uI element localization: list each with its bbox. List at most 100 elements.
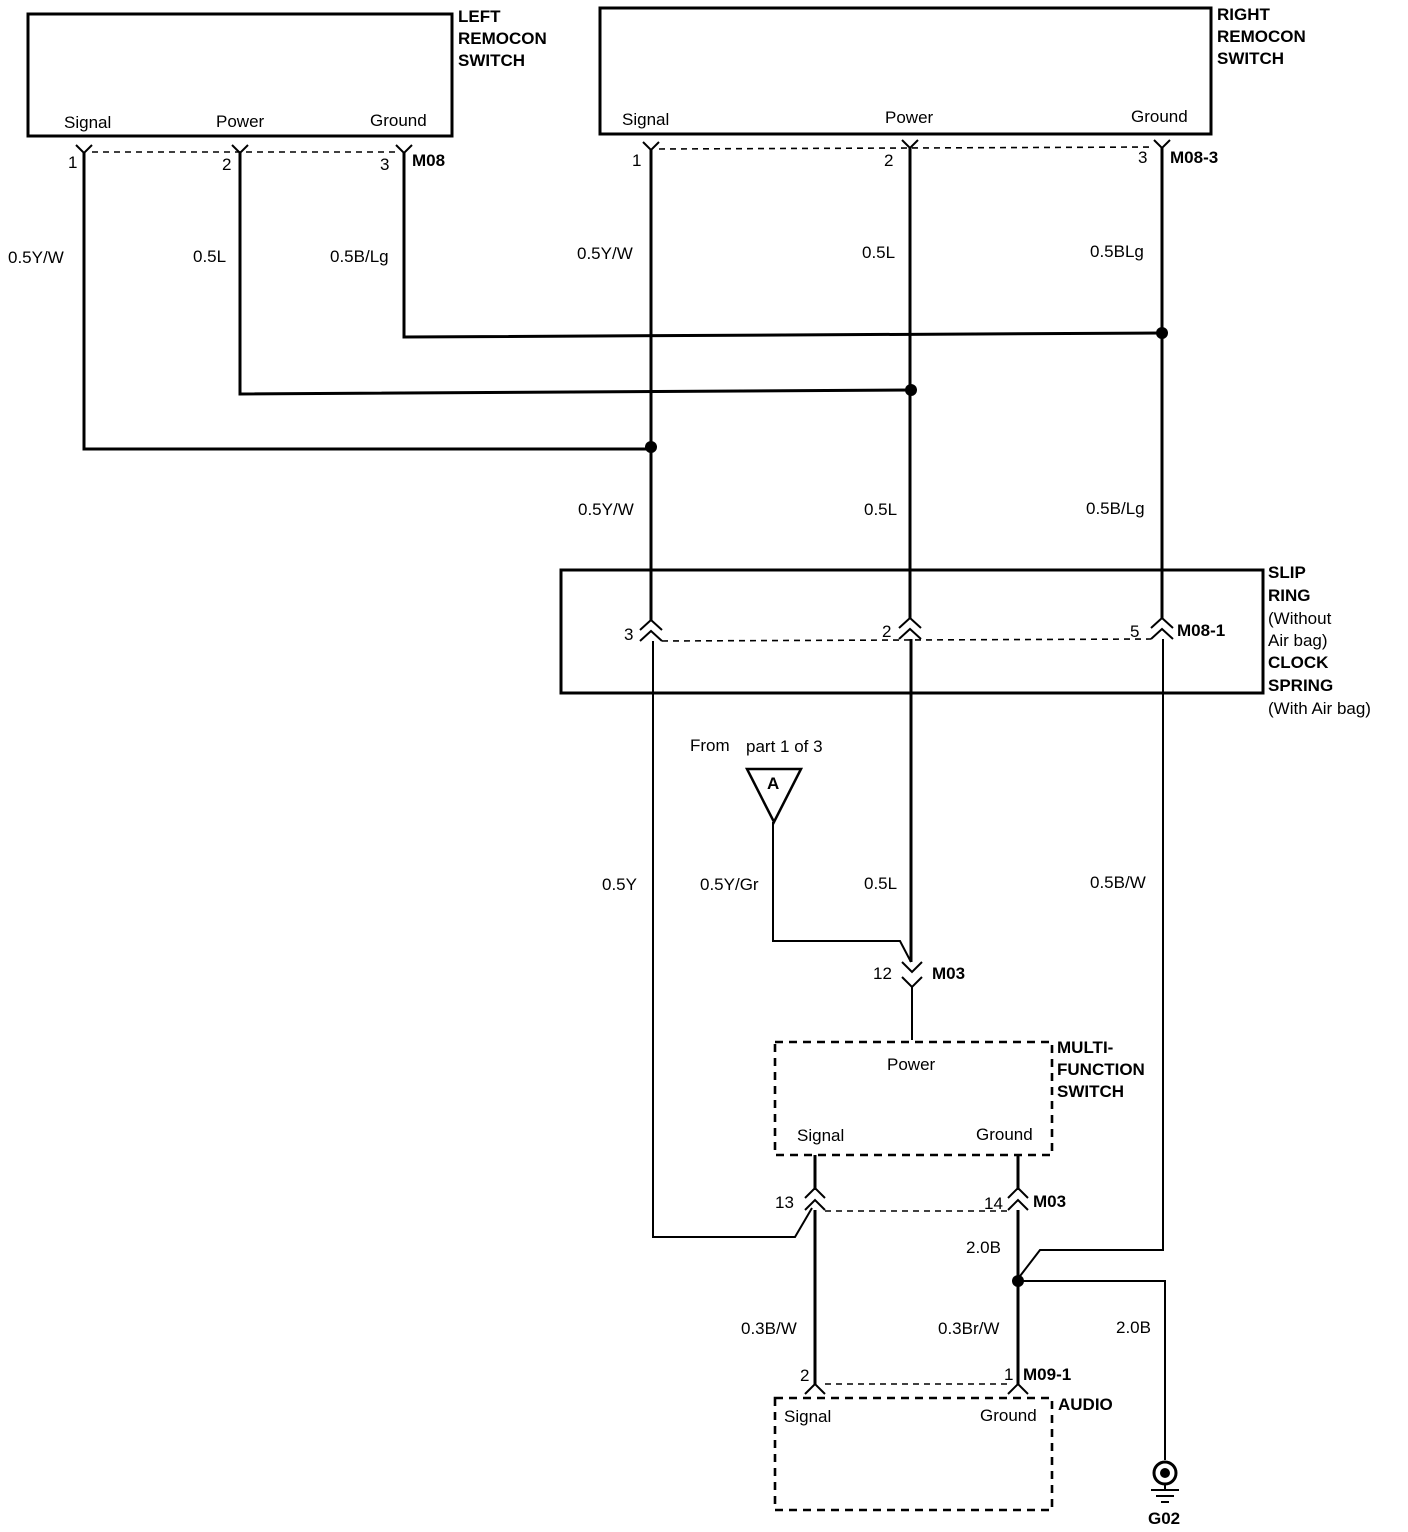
left-switch-box bbox=[26, 12, 454, 138]
slip-pin-5-number: 5 bbox=[1130, 622, 1139, 641]
offpage-part: part 1 of 3 bbox=[746, 737, 823, 756]
feed-a-wire bbox=[772, 822, 912, 963]
slip-ring-clock-spring: 3 2 5 M08-1 SLIP RING (Without Air bag) … bbox=[559, 563, 1371, 718]
slip-pin-3-number: 3 bbox=[624, 625, 633, 644]
audio-box bbox=[773, 1396, 1054, 1512]
right-pin-3-terminal bbox=[1153, 139, 1171, 150]
mfs-power-label: Power bbox=[887, 1055, 936, 1074]
wire-label-audio-signal: 0.3B/W bbox=[741, 1319, 797, 1338]
left-pin-3-number: 3 bbox=[380, 155, 389, 174]
offpage-connector-a bbox=[744, 767, 804, 825]
offpage-from: From bbox=[690, 736, 730, 755]
left-remocon-switch: LEFT REMOCON SWITCH Signal Power Ground … bbox=[26, 7, 547, 174]
right-switch-name-3: SWITCH bbox=[1217, 49, 1284, 68]
offpage-letter: A bbox=[767, 774, 779, 793]
clock-spring-name-1: CLOCK bbox=[1268, 653, 1329, 672]
audio-signal-label: Signal bbox=[784, 1407, 831, 1426]
wire-label-right-signal: 0.5Y/W bbox=[577, 244, 633, 263]
left-switch-name-3: SWITCH bbox=[458, 51, 525, 70]
right-switch-ground-label: Ground bbox=[1131, 107, 1188, 126]
clock-spring-note: (With Air bag) bbox=[1268, 699, 1371, 718]
slip-pin-2-number: 2 bbox=[882, 622, 891, 641]
wire-label-mid-ground: 0.5B/Lg bbox=[1086, 499, 1145, 518]
left-pin-1-number: 1 bbox=[68, 153, 77, 172]
left-power-wire bbox=[238, 153, 912, 396]
wire-label-right-ground: 0.5BLg bbox=[1090, 242, 1144, 261]
audio-pin-1-terminal bbox=[1007, 1382, 1029, 1395]
m03-pin-12-lower bbox=[901, 976, 923, 989]
right-pin-1-terminal bbox=[642, 141, 660, 152]
right-connector-id: M08-3 bbox=[1170, 148, 1218, 167]
mfs-name-3: SWITCH bbox=[1057, 1082, 1124, 1101]
left-switch-name-2: REMOCON bbox=[458, 29, 547, 48]
right-switch-power-label: Power bbox=[885, 108, 934, 127]
audio-pin-2-number: 2 bbox=[800, 1366, 809, 1385]
right-switch-name-2: REMOCON bbox=[1217, 27, 1306, 46]
wire-label-low-power: 0.5L bbox=[864, 874, 897, 893]
slip-ring-note-1: (Without bbox=[1268, 609, 1332, 628]
multifunction-switch: Power Signal Ground MULTI- FUNCTION SWIT… bbox=[773, 1038, 1145, 1213]
right-switch-box bbox=[598, 6, 1213, 136]
right-connector-dash bbox=[658, 146, 1155, 150]
power-splice bbox=[905, 384, 917, 396]
wire-label-g02: 2.0B bbox=[1116, 1318, 1151, 1337]
audio-pin-2-terminal bbox=[804, 1382, 826, 1395]
ground-splice bbox=[1156, 327, 1168, 339]
left-switch-ground-label: Ground bbox=[370, 111, 427, 130]
ground-ring-center bbox=[1160, 1468, 1170, 1478]
ground-g02: G02 bbox=[1148, 1460, 1180, 1528]
mfs-bottom-connector-id: M03 bbox=[1033, 1192, 1066, 1211]
slip-ring-name-1: SLIP bbox=[1268, 563, 1306, 582]
wire-label-feed-a: 0.5Y/Gr bbox=[700, 875, 759, 894]
slip-pin-5-upper bbox=[1150, 616, 1174, 629]
wire-label-mid-signal: 0.5Y/W bbox=[578, 500, 634, 519]
wire-label-audio-ground: 0.3Br/W bbox=[938, 1319, 999, 1338]
wire-label-right-power: 0.5L bbox=[862, 243, 895, 262]
audio-connector-id: M09-1 bbox=[1023, 1365, 1071, 1384]
m03-top-connector-id: M03 bbox=[932, 964, 965, 983]
left-pin-1-terminal bbox=[75, 144, 93, 155]
audio-pin-1-number: 1 bbox=[1004, 1365, 1013, 1384]
signal-splice bbox=[645, 441, 657, 453]
right-remocon-switch: RIGHT REMOCON SWITCH Signal Power Ground… bbox=[598, 5, 1306, 170]
slip-pin-2-lower bbox=[898, 627, 922, 640]
clock-spring-name-2: SPRING bbox=[1268, 676, 1333, 695]
right-switch-name-1: RIGHT bbox=[1217, 5, 1271, 24]
mfs-ground-label: Ground bbox=[976, 1125, 1033, 1144]
mfs-pin-14-lower bbox=[1007, 1198, 1029, 1211]
slip-ring-note-2: Air bag) bbox=[1268, 631, 1328, 650]
wire-label-left-ground: 0.5B/Lg bbox=[330, 247, 389, 266]
right-pin-2-number: 2 bbox=[884, 151, 893, 170]
mfs-signal-label: Signal bbox=[797, 1126, 844, 1145]
right-pin-3-number: 3 bbox=[1138, 148, 1147, 167]
m03-pin-12-upper bbox=[901, 961, 923, 974]
right-switch-signal-label: Signal bbox=[622, 110, 669, 129]
left-switch-signal-label: Signal bbox=[64, 113, 111, 132]
ground-name: G02 bbox=[1148, 1509, 1180, 1528]
slip-connector-dash bbox=[661, 638, 1152, 642]
right-pin-2-terminal bbox=[901, 139, 919, 150]
low-signal-wire bbox=[652, 641, 813, 1238]
slip-connector-id: M08-1 bbox=[1177, 621, 1225, 640]
slip-pin-5-lower bbox=[1150, 627, 1174, 640]
slip-pin-2-upper bbox=[898, 616, 922, 629]
right-pin-1-number: 1 bbox=[632, 151, 641, 170]
low-ground-wire bbox=[1016, 639, 1164, 1281]
left-ground-wire bbox=[402, 153, 1163, 339]
mfs-pin-13-lower bbox=[804, 1198, 826, 1211]
mfs-name-1: MULTI- bbox=[1057, 1038, 1113, 1057]
left-pin-2-number: 2 bbox=[222, 155, 231, 174]
mfs-pin-14-upper bbox=[1007, 1186, 1029, 1199]
g02-wire bbox=[1018, 1280, 1166, 1460]
audio-name: AUDIO bbox=[1058, 1395, 1113, 1414]
wire-label-left-power: 0.5L bbox=[193, 247, 226, 266]
slip-ring-name-2: RING bbox=[1268, 586, 1311, 605]
left-signal-wire bbox=[82, 153, 651, 451]
slip-pin-3-lower bbox=[639, 629, 663, 642]
wire-label-low-ground: 0.5B/W bbox=[1090, 873, 1146, 892]
mfs-pin-14-number: 14 bbox=[984, 1194, 1003, 1213]
mfs-name-2: FUNCTION bbox=[1057, 1060, 1145, 1079]
wire-label-left-signal: 0.5Y/W bbox=[8, 248, 64, 267]
m03-pin-12-number: 12 bbox=[873, 964, 892, 983]
